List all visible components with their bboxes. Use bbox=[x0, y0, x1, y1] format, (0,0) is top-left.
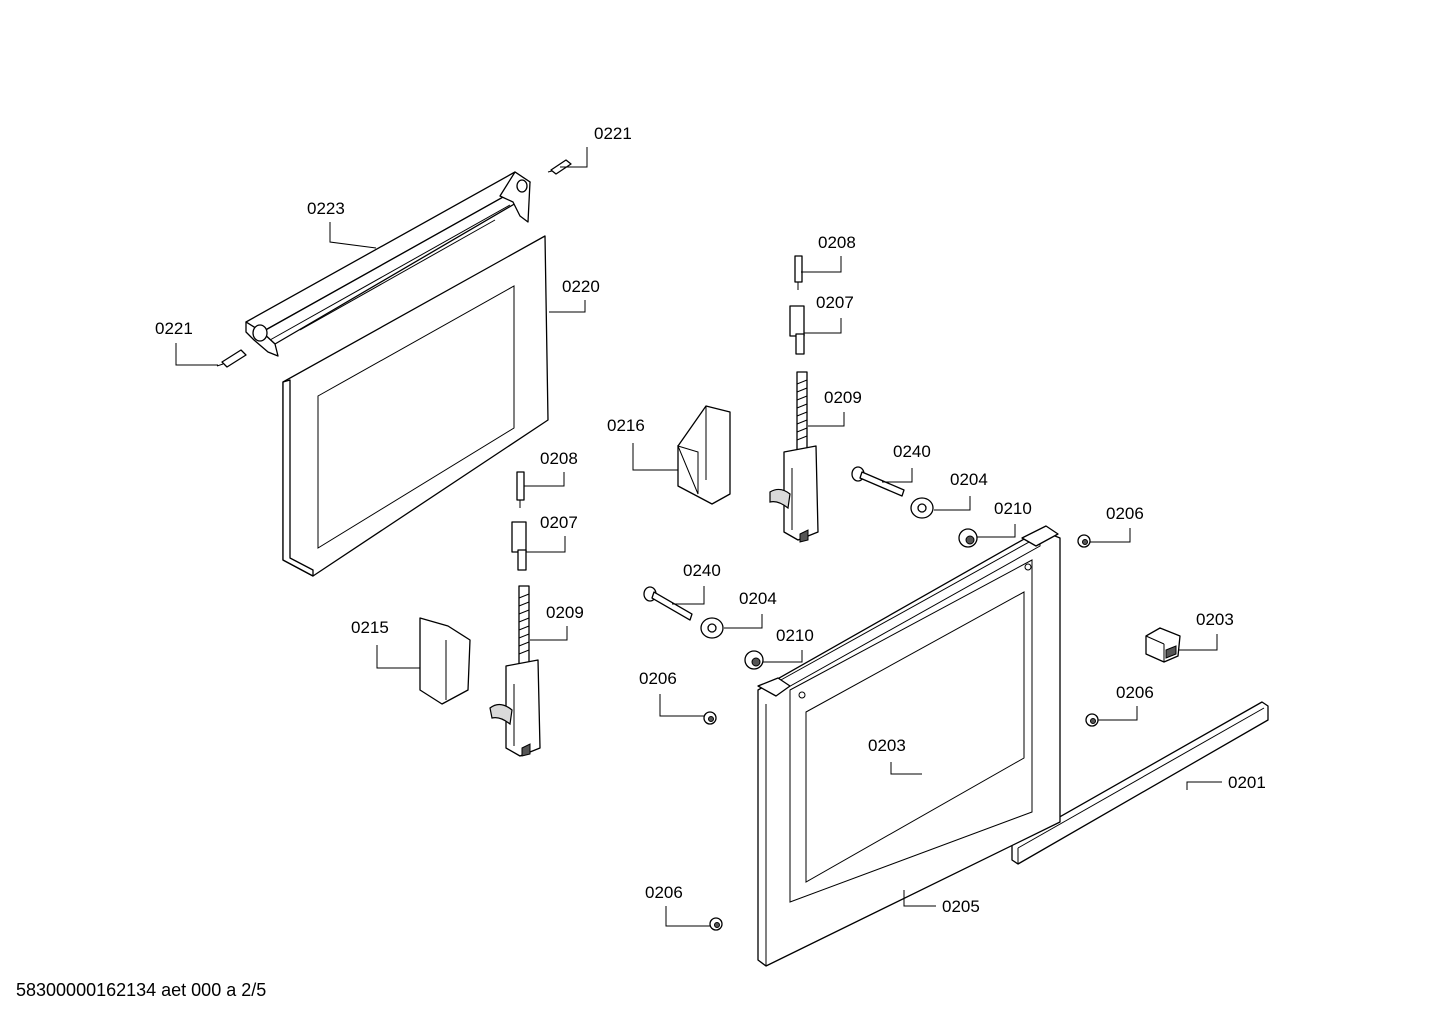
part-0210-bushing-top bbox=[958, 528, 978, 548]
part-0221-pin-left bbox=[216, 349, 247, 368]
part-0208-rod-mid bbox=[516, 471, 525, 508]
callout-0210-top: 0210 bbox=[994, 499, 1032, 518]
callout-0215: 0215 bbox=[351, 618, 389, 637]
part-0209-hinge-mid bbox=[489, 585, 541, 757]
callout-0201: 0201 bbox=[1228, 773, 1266, 792]
callout-0210-mid: 0210 bbox=[776, 626, 814, 645]
part-0208-rod-top bbox=[794, 255, 803, 290]
part-0204-washer-mid bbox=[700, 617, 724, 639]
part-0203-block-right bbox=[1145, 627, 1181, 663]
part-0216-bracket bbox=[677, 405, 731, 505]
part-0206-nut-top-right bbox=[1077, 534, 1091, 548]
callout-0221-left: 0221 bbox=[155, 319, 193, 338]
part-0209-hinge-top bbox=[769, 371, 819, 543]
callout-0216: 0216 bbox=[607, 416, 645, 435]
part-0220-inner-panel bbox=[282, 235, 549, 577]
callout-0204-top: 0204 bbox=[950, 470, 988, 489]
part-0205-outer-door bbox=[757, 525, 1061, 967]
callout-0209-top: 0209 bbox=[824, 388, 862, 407]
callout-0208-mid: 0208 bbox=[540, 449, 578, 468]
callout-0206-mid-right: 0206 bbox=[1116, 683, 1154, 702]
part-0204-washer-top bbox=[910, 497, 934, 519]
part-0207-clip-mid bbox=[511, 521, 527, 571]
callout-0240-top: 0240 bbox=[893, 442, 931, 461]
part-0210-bushing-mid bbox=[744, 650, 764, 670]
callout-0207-top: 0207 bbox=[816, 293, 854, 312]
callout-0207-mid: 0207 bbox=[540, 513, 578, 532]
part-0206-nut-bottom bbox=[709, 917, 723, 931]
part-0201-trim-strip bbox=[1011, 701, 1269, 865]
callout-0221-top: 0221 bbox=[594, 124, 632, 143]
callout-0203-right: 0203 bbox=[1196, 610, 1234, 629]
part-0206-nut-mid-right bbox=[1085, 713, 1099, 727]
callout-0223: 0223 bbox=[307, 199, 345, 218]
leader-lines bbox=[175, 147, 1222, 927]
callout-0206-bottom: 0206 bbox=[645, 883, 683, 902]
callout-0206-mid-left: 0206 bbox=[639, 669, 677, 688]
part-0206-nut-mid-left bbox=[703, 711, 717, 725]
part-0207-clip-top bbox=[789, 305, 805, 355]
callout-0204-mid: 0204 bbox=[739, 589, 777, 608]
callout-0209-mid: 0209 bbox=[546, 603, 584, 622]
callout-0240-mid: 0240 bbox=[683, 561, 721, 580]
drawing-reference-number: 58300000162134 aet 000 a 2/5 bbox=[16, 980, 267, 1000]
callout-0208-top: 0208 bbox=[818, 233, 856, 252]
callout-0203-center: 0203 bbox=[868, 736, 906, 755]
callout-labels: 0221 0223 0220 0221 0208 0207 0209 0216 … bbox=[155, 124, 1266, 916]
part-0223-top-trim bbox=[245, 171, 531, 357]
callout-0205: 0205 bbox=[942, 897, 980, 916]
part-0240-screw-mid bbox=[643, 586, 693, 621]
part-0240-screw-top bbox=[851, 466, 905, 497]
part-0215-bracket bbox=[419, 617, 471, 705]
callout-0220: 0220 bbox=[562, 277, 600, 296]
callout-0206-top-right: 0206 bbox=[1106, 504, 1144, 523]
